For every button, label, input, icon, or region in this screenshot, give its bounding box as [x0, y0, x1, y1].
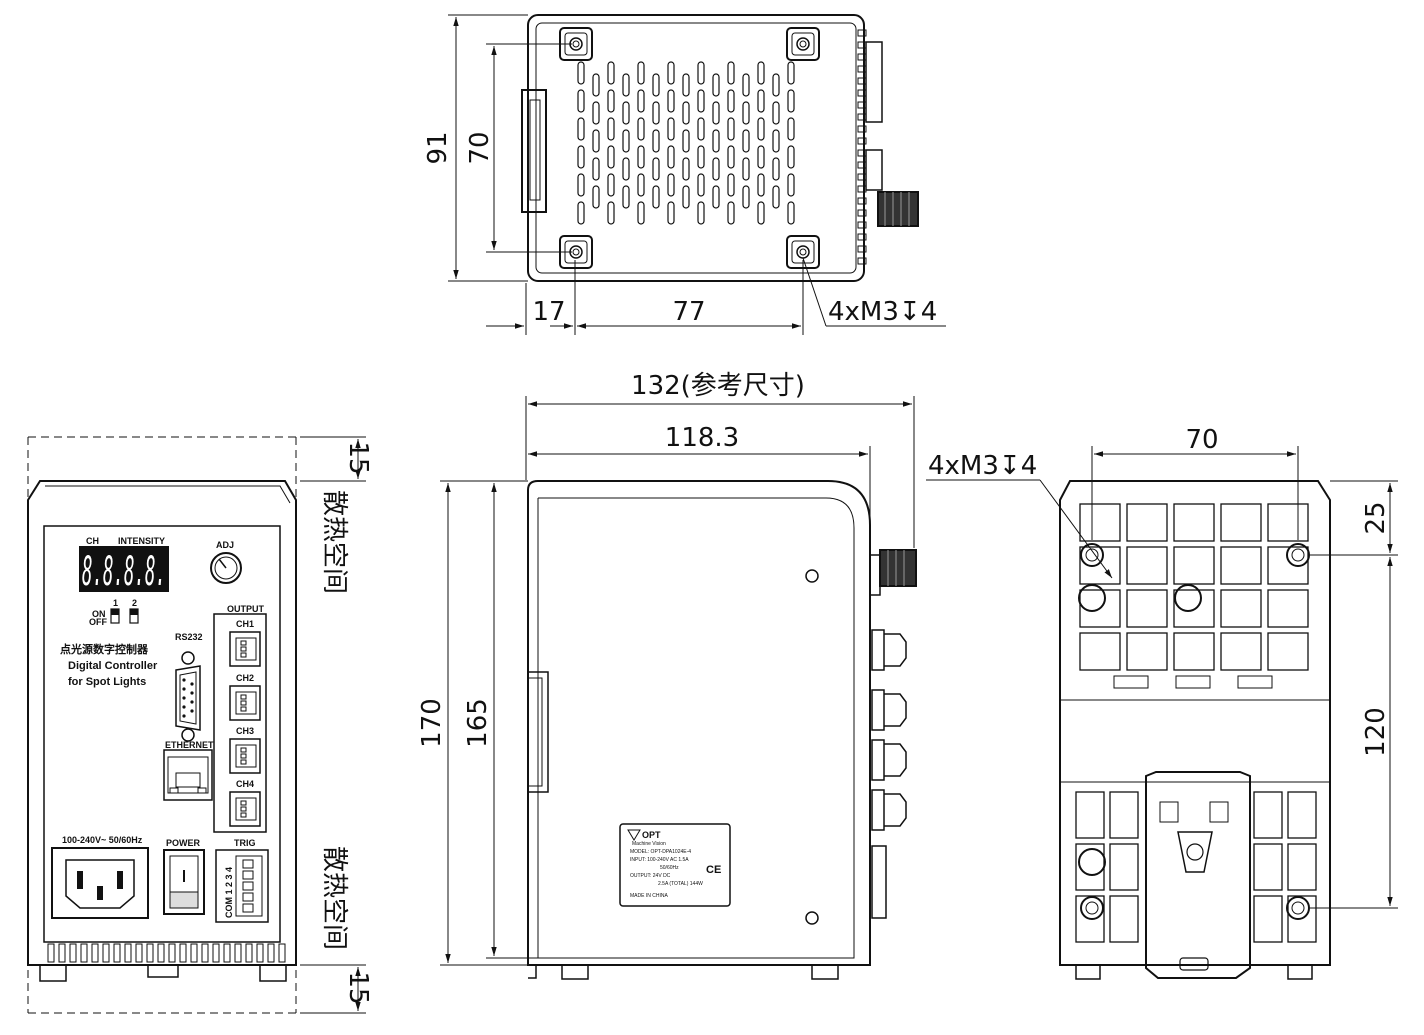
bnc-connector-top: [877, 191, 919, 227]
title-en-1: Digital Controller: [68, 660, 158, 672]
trig-label: TRIG: [234, 838, 256, 848]
adj-label: ADJ: [216, 540, 234, 550]
dim-77: 77: [672, 297, 705, 327]
dim-70-horizontal: 70: [1185, 425, 1218, 455]
intensity-label: INTENSITY: [118, 536, 165, 546]
ch3-label: CH3: [236, 726, 254, 736]
dim-70-vertical: 70: [465, 131, 495, 164]
switch-2-label: 2: [132, 598, 137, 608]
rear-dimensions: [926, 446, 1398, 909]
nameplate-input: INPUT: 100-240V AC 1.5A: [630, 857, 689, 863]
ce-mark: CE: [706, 864, 721, 876]
intensity-display: [79, 546, 169, 592]
top-view: [521, 14, 919, 282]
front-dimensions: [300, 436, 366, 1014]
vent-slots: [577, 61, 795, 225]
front-housing: [27, 480, 297, 966]
side-housing: [527, 480, 871, 966]
display-digits: 8.8.8.8.: [82, 549, 166, 595]
on-label: ON: [92, 609, 106, 619]
top-view-outline: [527, 14, 865, 282]
nameplate-current: 2.5A (TOTAL) 144W: [658, 881, 703, 887]
din-clip: [521, 89, 547, 213]
power-switch: [163, 849, 205, 915]
trig-block: [215, 849, 269, 923]
nameplate-origin: MADE IN CHINA: [630, 893, 668, 899]
dim-132: 132(参考尺寸): [631, 371, 805, 401]
dim-120: 120: [1361, 707, 1391, 757]
dim-91: 91: [423, 131, 453, 164]
bnc-connector-side: [879, 549, 917, 587]
dim-15-top: 15: [343, 441, 373, 474]
ch1-label: CH1: [236, 619, 254, 629]
thread-note-rear: 4xM3↧4: [928, 451, 1037, 481]
heat-space-bottom: 散热空间: [319, 846, 349, 950]
adj-knob: [210, 552, 242, 584]
nameplate: [619, 823, 731, 907]
side-dimensions: [440, 396, 915, 966]
channel-connectors: [229, 631, 261, 827]
nameplate-output: OUTPUT: 24V DC: [630, 873, 671, 879]
side-view: [527, 480, 917, 980]
output-block: [213, 613, 267, 833]
rear-housing: [1059, 480, 1331, 966]
trig-pins-label: COM 1 2 3 4: [224, 867, 234, 918]
nameplate-sub: Machine Vision: [632, 841, 666, 847]
dim-170: 170: [417, 698, 447, 748]
nameplate-brand: OPT: [642, 830, 661, 840]
rear-din-clip: [1145, 771, 1251, 979]
switch-1-label: 1: [113, 598, 118, 608]
ch-label: CH: [86, 536, 99, 546]
dim-17: 17: [532, 297, 565, 327]
front-panel-face: [43, 525, 281, 943]
rear-view: [1059, 480, 1331, 980]
ch2-label: CH2: [236, 673, 254, 683]
dim-118-3: 118.3: [665, 423, 739, 453]
ch4-label: CH4: [236, 779, 254, 789]
dim-165: 165: [463, 698, 493, 748]
rear-mounting-holes: [1078, 543, 1310, 920]
ethernet-label: ETHERNET: [165, 740, 214, 750]
side-din-clip: [528, 671, 549, 793]
rs232-port: [175, 651, 201, 742]
front-view: [27, 436, 297, 1014]
nameplate-freq: 50/60Hz: [660, 865, 679, 871]
title-en-2: for Spot Lights: [68, 676, 146, 688]
title-cn: 点光源数字控制器: [60, 642, 149, 656]
heat-space-top: 散热空间: [319, 490, 349, 594]
dim-15-bottom: 15: [343, 971, 373, 1004]
ac-label: 100-240V~ 50/60Hz: [62, 835, 143, 845]
rear-rib-grid-bottom: [1075, 791, 1317, 943]
side-plugs: [871, 629, 907, 831]
output-label: OUTPUT: [227, 604, 265, 614]
nameplate-model: MODEL: OPT-DPA1024E-4: [630, 849, 691, 855]
dim-25: 25: [1361, 501, 1391, 534]
top-view-dimensions: [448, 14, 946, 335]
ethernet-port: [163, 749, 213, 801]
thread-note-top: 4xM3↧4: [828, 297, 937, 327]
ac-inlet: [51, 847, 149, 919]
power-label: POWER: [166, 838, 201, 848]
front-bottom-vents: [47, 943, 286, 963]
rs232-label: RS232: [175, 632, 203, 642]
off-label: OFF: [89, 617, 107, 627]
